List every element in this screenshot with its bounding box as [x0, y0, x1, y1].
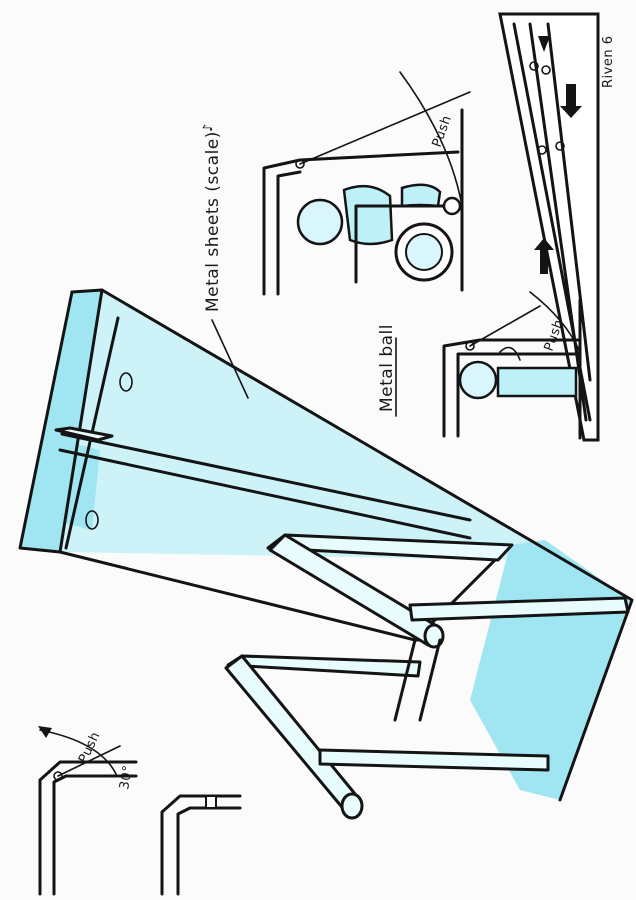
joint-clip [205, 795, 217, 809]
caster-wheel [442, 196, 462, 216]
angle-label: 30° [117, 764, 136, 791]
ball-4 [555, 141, 565, 151]
ball-3 [537, 145, 547, 155]
push-label-chair: Push [430, 113, 455, 149]
wheelchair-diagram: Push [262, 71, 471, 296]
slot-hole-1 [119, 372, 133, 392]
person-body [342, 184, 394, 246]
cross-bar [54, 426, 114, 442]
bed-head-rail [262, 150, 460, 296]
patient-arm [499, 346, 521, 361]
pivot-dot-mid [465, 341, 475, 351]
footboard-outline [528, 538, 634, 802]
swing-line [299, 91, 471, 165]
metal-sheets-label: Metal sheets (scale) [203, 131, 223, 312]
rail-line-3 [546, 22, 592, 382]
slot-hole-2 [85, 510, 99, 530]
pivot-dot [295, 159, 305, 169]
middle-rail [60, 432, 472, 522]
footboard-post [393, 638, 417, 722]
tube-end-2 [340, 792, 364, 820]
arrow-up-icon-2 [38, 726, 52, 738]
leg-tube-3 [408, 596, 630, 622]
author-label: Riven 6 [601, 36, 616, 88]
frame-head-edge [18, 290, 74, 554]
middle-rail-2 [58, 448, 472, 540]
hinge-dot [53, 771, 63, 781]
patient-body [496, 366, 578, 398]
metal-sheets-leader [211, 319, 249, 399]
bed-frame-mid-inner [456, 352, 582, 438]
bed-frame-mid [442, 338, 582, 438]
swing-arc [399, 71, 463, 207]
metal-sheets-annotation: Metal sheets (scale) ♪ [201, 123, 249, 399]
swing-line-mid [469, 305, 541, 347]
joint-frame [160, 794, 242, 896]
metal-ball-label: Metal ball [377, 324, 397, 412]
arrow-down-icon [538, 36, 550, 52]
divider-fill [52, 440, 100, 530]
frame-inner-edge [58, 288, 104, 554]
leg-tube-5 [224, 654, 362, 814]
patient-head [458, 360, 498, 400]
hinge-detail-diagram: Push 30° [38, 726, 242, 896]
push-label-detail: Push [76, 730, 103, 766]
hinge-swing-line [57, 745, 121, 777]
metal-ball-diagram: Metal ball Push [377, 291, 582, 440]
headboard-fill [20, 290, 102, 552]
hinge-frame [38, 760, 138, 896]
ball-1 [529, 61, 539, 71]
bed-frame-drawing [18, 288, 634, 820]
joint-frame-inner [176, 806, 242, 896]
bed-head-rail-inner [276, 170, 302, 296]
chair-frame [354, 204, 454, 284]
ball-2 [541, 65, 551, 75]
footboard-post-2 [418, 638, 442, 722]
hinge-frame-inner [52, 774, 138, 896]
mattress-board-fill [60, 290, 530, 560]
music-note-icon: ♪ [201, 123, 216, 132]
arrow-up-icon [534, 238, 554, 274]
leg-tube-6 [318, 748, 550, 772]
hinge-arc [39, 729, 117, 775]
wheel-hub [405, 233, 443, 271]
swing-arc-mid [529, 291, 581, 353]
arrow-down-icon-2 [560, 84, 582, 118]
person-legs [400, 183, 442, 208]
person-head [296, 198, 344, 246]
